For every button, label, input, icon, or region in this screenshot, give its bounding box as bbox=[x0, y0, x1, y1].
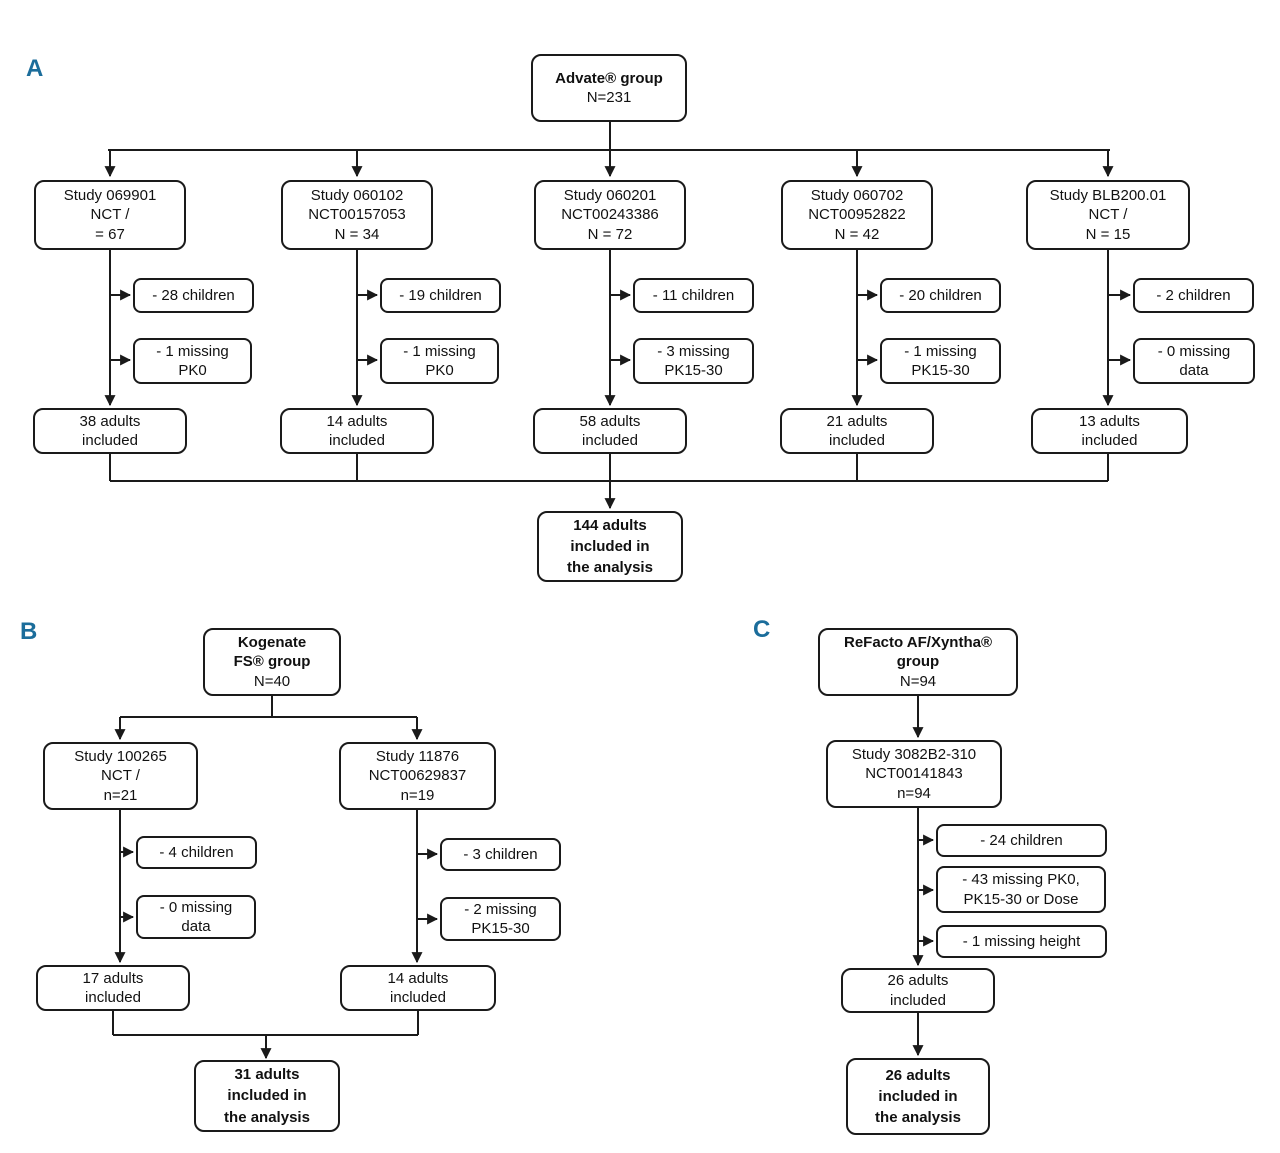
exclusion-missing-box: - 3 missing PK15-30 bbox=[633, 338, 754, 384]
study-box-blb200-01: Study BLB200.01 NCT / N = 15 bbox=[1026, 180, 1190, 250]
final-analysis-box-b: 31 adults included in the analysis bbox=[194, 1060, 340, 1132]
exclusion-children-box: - 20 children bbox=[880, 278, 1001, 313]
group-n: N=40 bbox=[253, 672, 291, 690]
study-box-100265: Study 100265 NCT / n=21 bbox=[43, 742, 198, 810]
exclusion-children-box: - 24 children bbox=[936, 824, 1107, 857]
group-box-advate: Advate® group N=231 bbox=[531, 54, 687, 122]
group-title: Advate® group bbox=[555, 69, 663, 87]
study-box-060702: Study 060702 NCT00952822 N = 42 bbox=[781, 180, 933, 250]
study-box-3082b2-310: Study 3082B2-310 NCT00141843 n=94 bbox=[826, 740, 1002, 808]
group-title: Kogenate FS® group bbox=[233, 634, 311, 671]
final-analysis-box-c: 26 adults included in the analysis bbox=[846, 1058, 990, 1135]
exclusion-children-box: - 4 children bbox=[136, 836, 257, 869]
exclusion-missing-box: - 43 missing PK0, PK15-30 or Dose bbox=[936, 866, 1106, 913]
included-box: 58 adults included bbox=[533, 408, 687, 454]
exclusion-children-box: - 28 children bbox=[133, 278, 254, 313]
exclusion-missing-box: - 1 missing PK0 bbox=[380, 338, 499, 384]
panel-label: B bbox=[20, 618, 38, 645]
included-box: 14 adults included bbox=[280, 408, 434, 454]
panel-label: C bbox=[753, 616, 771, 643]
included-box: 13 adults included bbox=[1031, 408, 1188, 454]
included-box: 21 adults included bbox=[780, 408, 934, 454]
group-box-kogenate: Kogenate FS® group N=40 bbox=[203, 628, 341, 696]
study-box-060201: Study 060201 NCT00243386 N = 72 bbox=[534, 180, 686, 250]
exclusion-missing-box: - 2 missing PK15-30 bbox=[440, 897, 561, 941]
exclusion-height-box: - 1 missing height bbox=[936, 925, 1107, 958]
exclusion-children-box: - 2 children bbox=[1133, 278, 1254, 313]
included-box: 17 adults included bbox=[36, 965, 190, 1011]
exclusion-missing-box: - 0 missing data bbox=[1133, 338, 1255, 384]
group-n: N=231 bbox=[586, 89, 632, 106]
exclusion-children-box: - 19 children bbox=[380, 278, 501, 313]
exclusion-missing-box: - 1 missing PK15-30 bbox=[880, 338, 1001, 384]
included-box: 26 adults included bbox=[841, 968, 995, 1013]
study-box-060102: Study 060102 NCT00157053 N = 34 bbox=[281, 180, 433, 250]
panel-label: A bbox=[26, 55, 44, 82]
included-box: 38 adults included bbox=[33, 408, 187, 454]
group-box-refacto-xyntha: ReFacto AF/Xyntha® group N=94 bbox=[818, 628, 1018, 696]
exclusion-missing-box: - 1 missing PK0 bbox=[133, 338, 252, 384]
study-box-11876: Study 11876 NCT00629837 n=19 bbox=[339, 742, 496, 810]
final-analysis-box-a: 144 adults included in the analysis bbox=[537, 511, 683, 582]
included-box: 14 adults included bbox=[340, 965, 496, 1011]
study-box-069901: Study 069901 NCT / = 67 bbox=[34, 180, 186, 250]
exclusion-children-box: - 11 children bbox=[633, 278, 754, 313]
group-title: ReFacto AF/Xyntha® group bbox=[843, 634, 992, 671]
group-n: N=94 bbox=[899, 672, 937, 690]
exclusion-missing-box: - 0 missing data bbox=[136, 895, 256, 939]
exclusion-children-box: - 3 children bbox=[440, 838, 561, 871]
